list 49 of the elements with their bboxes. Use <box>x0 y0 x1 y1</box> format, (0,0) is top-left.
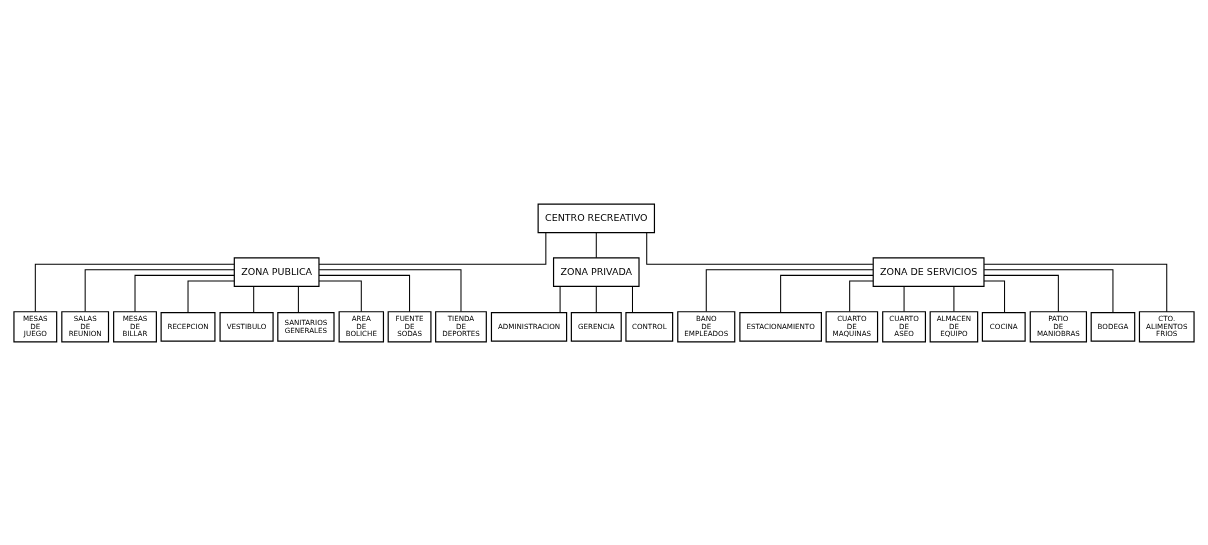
connector <box>34 263 235 312</box>
node-box: ALMACEN DE EQUIPO <box>929 310 979 342</box>
node-box: BANO DE EMPLEADOS <box>677 310 736 342</box>
connector <box>646 231 874 265</box>
connector <box>903 285 905 312</box>
connector <box>559 285 561 313</box>
node-box: VESTIBULO <box>219 311 274 342</box>
node-box: CUARTO DE ASEO <box>882 310 927 342</box>
node-box: ZONA PUBLICA <box>233 256 320 287</box>
connector <box>983 274 1059 312</box>
node-box: ADMINISTRACION <box>490 311 568 342</box>
node-box: FUENTE DE SODAS <box>387 310 432 342</box>
connector <box>318 231 547 265</box>
node-box: SALAS DE REUNION <box>61 310 110 342</box>
connector <box>983 268 1114 313</box>
node-box: ESTACIONAMIENTO <box>739 311 822 342</box>
connector <box>953 285 955 312</box>
connector <box>318 268 462 312</box>
connector <box>631 285 633 313</box>
connector <box>84 268 235 312</box>
node-box: CENTRO RECREATIVO <box>537 203 656 233</box>
connector <box>705 268 874 312</box>
node-box: RECEPCION <box>160 311 216 342</box>
node-box: ZONA PRIVADA <box>552 256 640 287</box>
connector <box>849 279 874 312</box>
connector <box>318 279 362 312</box>
connector <box>187 279 235 313</box>
connector <box>134 274 235 312</box>
node-box: CUARTO DE MAQUINAS <box>825 310 879 342</box>
node-box: COCINA <box>981 311 1026 342</box>
node-box: MESAS DE BILLAR <box>113 310 157 342</box>
connector <box>253 285 255 313</box>
connector <box>780 274 874 313</box>
node-box: CTO. ALIMENTOS FRIOS <box>1138 310 1195 342</box>
node-box: MESAS DE JUEGO <box>13 310 58 342</box>
node-box: GERENCIA <box>570 311 622 342</box>
node-box: ZONA DE SERVICIOS <box>872 256 985 287</box>
node-box: TIENDA DE DEPORTES <box>435 310 487 342</box>
connector <box>297 285 299 313</box>
connector <box>595 231 597 258</box>
node-box: PATIO DE MANIOBRAS <box>1029 310 1088 342</box>
connector <box>595 285 597 313</box>
node-box: AREA DE BOLICHE <box>338 310 385 342</box>
node-box: CONTROL <box>625 311 674 342</box>
node-box: BODEGA <box>1090 311 1136 342</box>
connector <box>983 279 1006 313</box>
connector <box>983 263 1168 312</box>
node-box: SANITARIOS GENERALES <box>277 311 335 342</box>
connector <box>318 274 411 312</box>
